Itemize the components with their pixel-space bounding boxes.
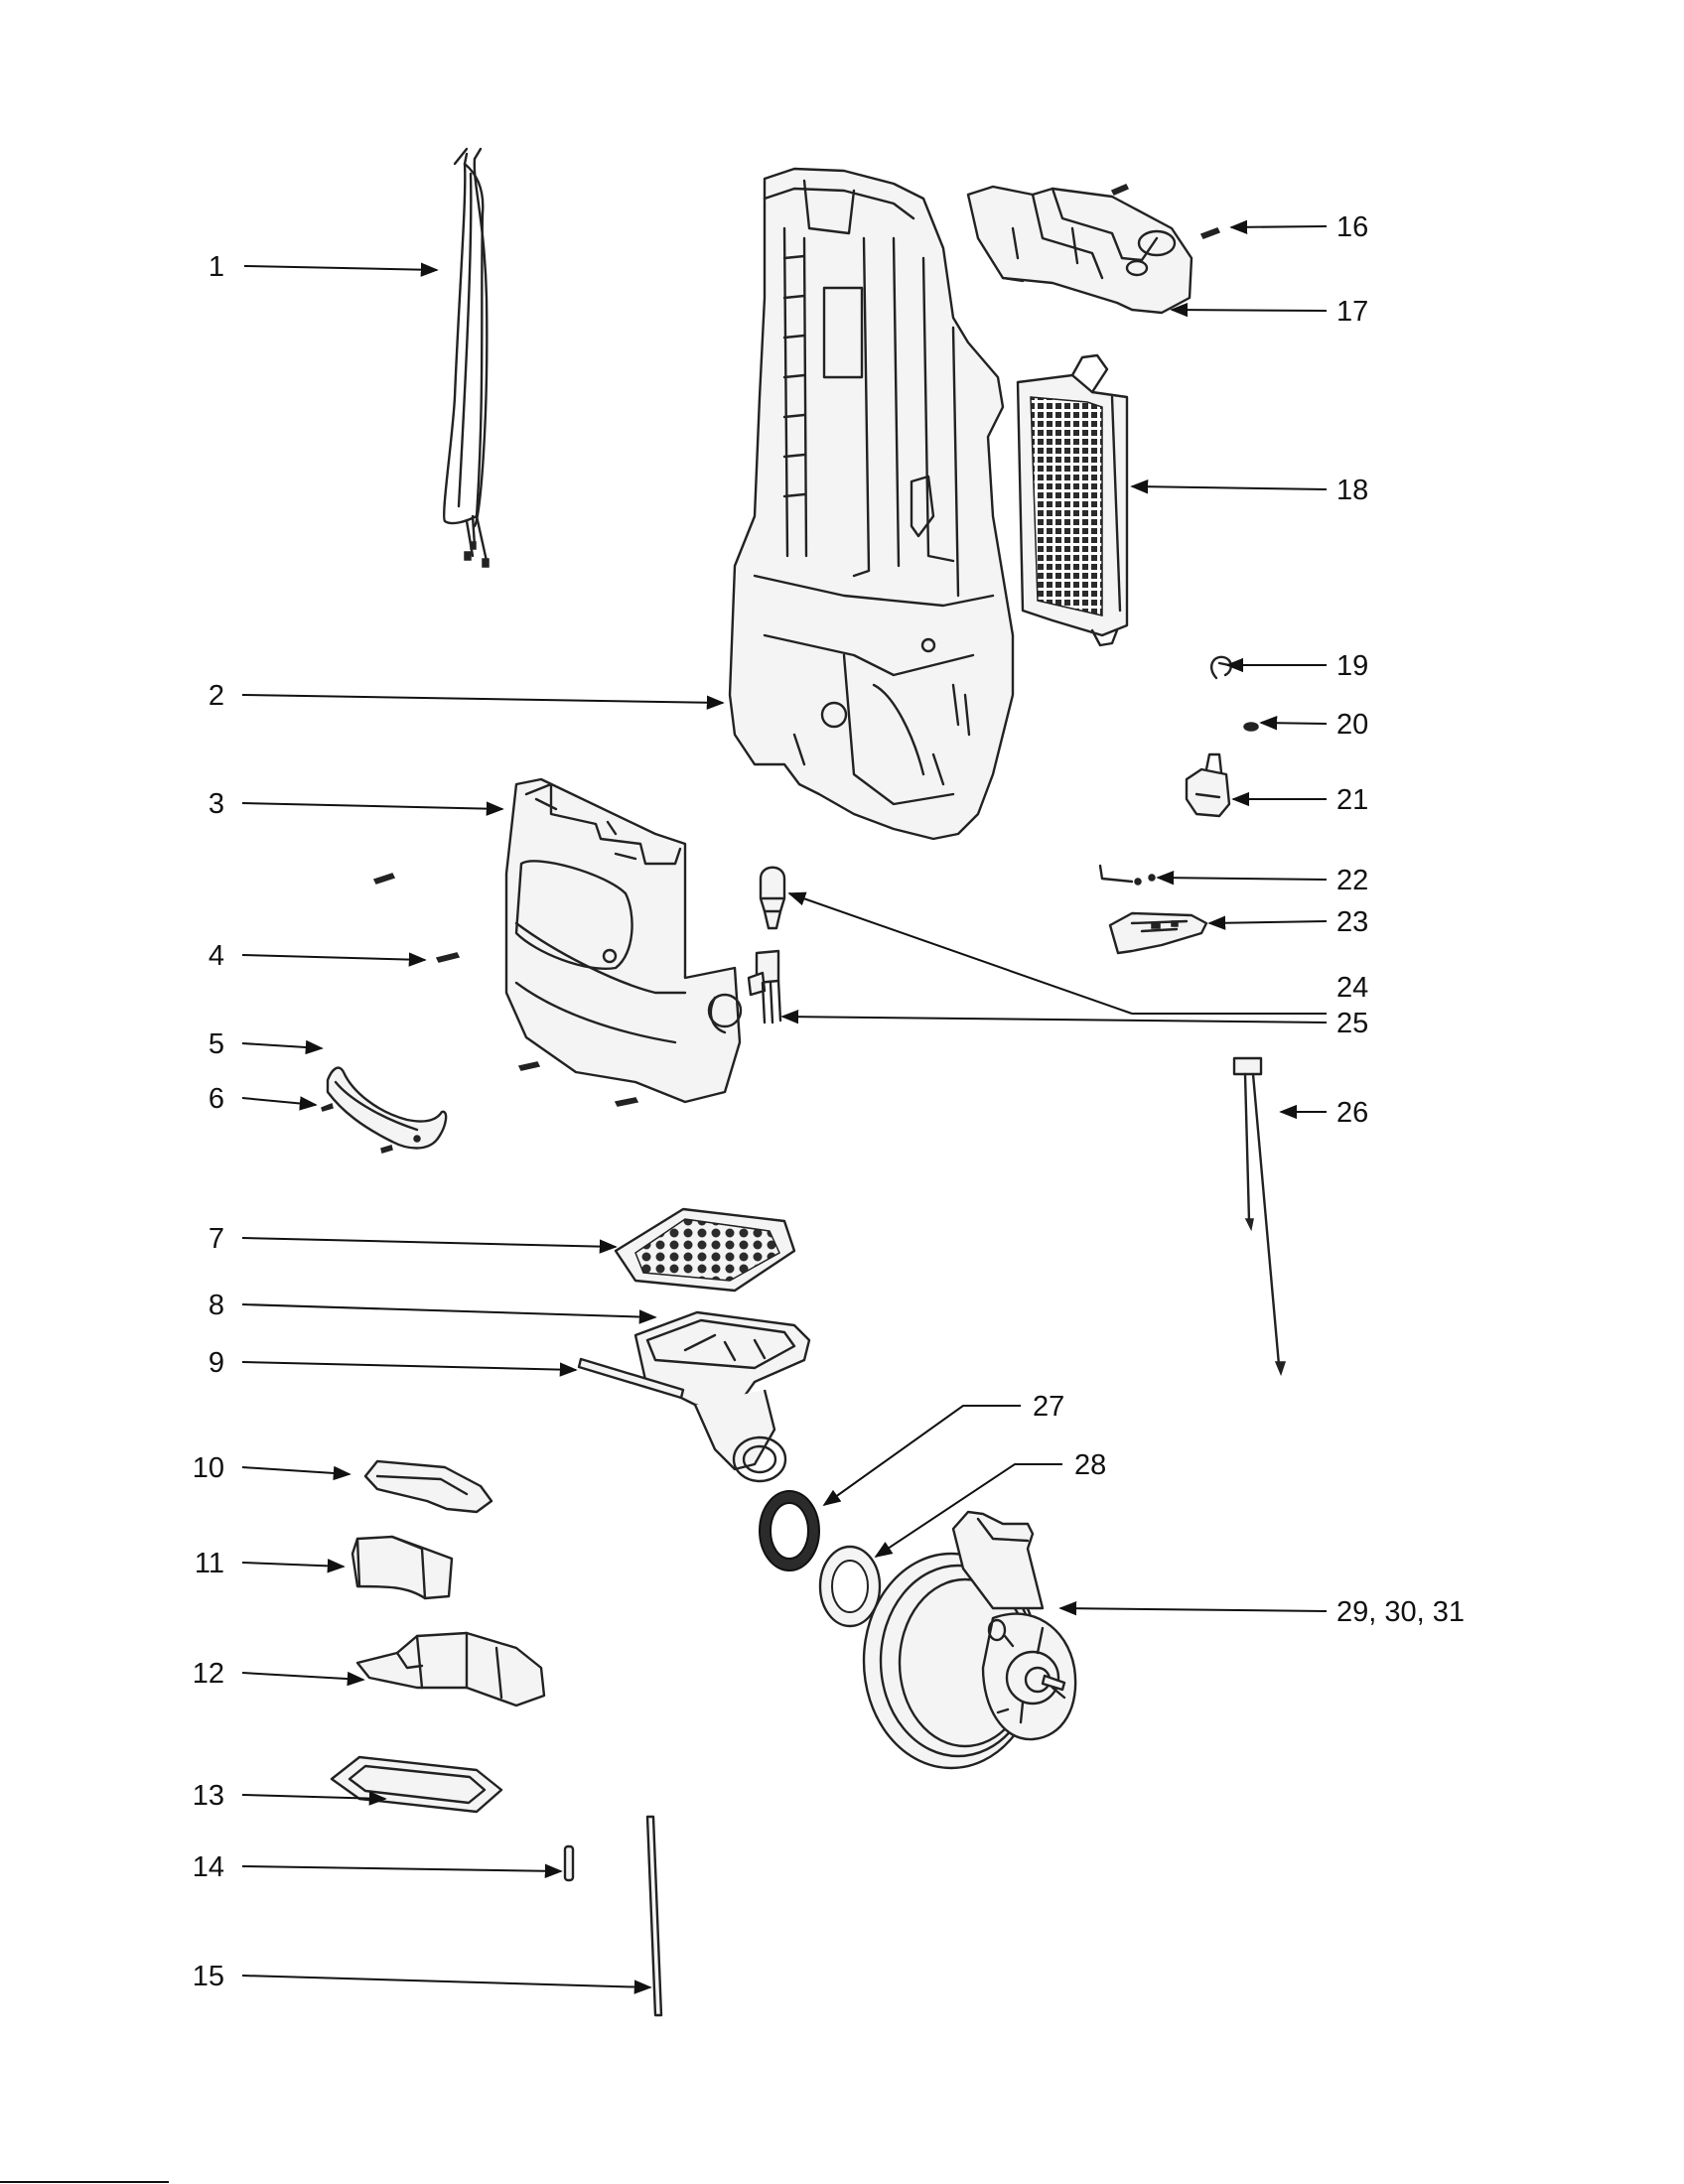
callout-5: 5 <box>209 1028 224 1060</box>
callout-28: 28 <box>1074 1449 1106 1481</box>
part-13-gasket <box>330 1755 503 1814</box>
callout-8: 8 <box>209 1290 224 1321</box>
callout-2: 2 <box>209 680 224 712</box>
part-11-foam-filter <box>351 1535 454 1600</box>
callout-3: 3 <box>209 788 224 820</box>
callout-14: 14 <box>193 1851 224 1883</box>
callout-15: 15 <box>193 1961 224 1992</box>
callout-labels: 1 2 3 4 5 6 7 8 9 10 11 12 13 14 15 16 1… <box>193 211 1465 1992</box>
part-14-pin <box>563 1844 575 1882</box>
callout-20: 20 <box>1336 709 1368 741</box>
part-27-ring <box>759 1490 820 1571</box>
part-25-socket <box>747 949 782 1024</box>
callout-16: 16 <box>1336 211 1368 243</box>
callout-23: 23 <box>1336 906 1368 938</box>
part-23-circuit-board <box>1108 911 1208 955</box>
part-3-front-cover <box>504 777 743 1104</box>
callout-17: 17 <box>1336 296 1368 328</box>
part-24-bulb <box>759 866 786 930</box>
part-7-grille <box>614 1207 796 1293</box>
part-19-clip <box>1209 655 1232 680</box>
callout-10: 10 <box>193 1452 224 1484</box>
callout-11: 11 <box>195 1548 224 1579</box>
callout-12: 12 <box>193 1658 224 1690</box>
part-18-hepa-filter <box>1016 353 1129 647</box>
callout-26: 26 <box>1336 1097 1368 1129</box>
callout-19: 19 <box>1336 650 1368 682</box>
part-6-screws <box>321 1102 393 1154</box>
part-22-connector <box>1098 864 1156 886</box>
part-2-rear-housing <box>728 167 1015 841</box>
part-16-screws <box>1110 184 1221 239</box>
part-21-switch <box>1185 752 1231 818</box>
callout-1: 1 <box>209 251 224 283</box>
callout-9: 9 <box>209 1347 224 1379</box>
callout-27: 27 <box>1033 1391 1064 1423</box>
callout-25: 25 <box>1336 1008 1368 1039</box>
callout-4: 4 <box>209 940 224 972</box>
callout-6: 6 <box>209 1083 224 1115</box>
part-17-top-cap <box>966 185 1193 315</box>
part-4-screws <box>372 873 639 1107</box>
part-26-wire <box>1232 1056 1287 1377</box>
part-8-filter-housing <box>633 1310 811 1483</box>
callout-13: 13 <box>193 1780 224 1812</box>
part-15-rod <box>645 1815 663 2017</box>
part-10-tray <box>363 1459 493 1514</box>
callout-18: 18 <box>1336 475 1368 506</box>
callout-22: 22 <box>1336 865 1368 896</box>
part-9-rod <box>577 1357 685 1400</box>
callout-24: 24 <box>1336 972 1368 1004</box>
part-12-housing-tray <box>355 1631 546 1707</box>
callout-29-30-31: 29, 30, 31 <box>1336 1596 1465 1628</box>
callout-21: 21 <box>1336 784 1368 816</box>
callout-7: 7 <box>209 1223 224 1255</box>
part-1-cord <box>443 147 490 568</box>
part-29-motor-assembly <box>862 1510 1077 1770</box>
leader-lines <box>241 219 1328 1994</box>
part-28-washer <box>818 1545 882 1628</box>
part-5-trim <box>326 1066 448 1150</box>
part-20-washer <box>1243 722 1259 732</box>
